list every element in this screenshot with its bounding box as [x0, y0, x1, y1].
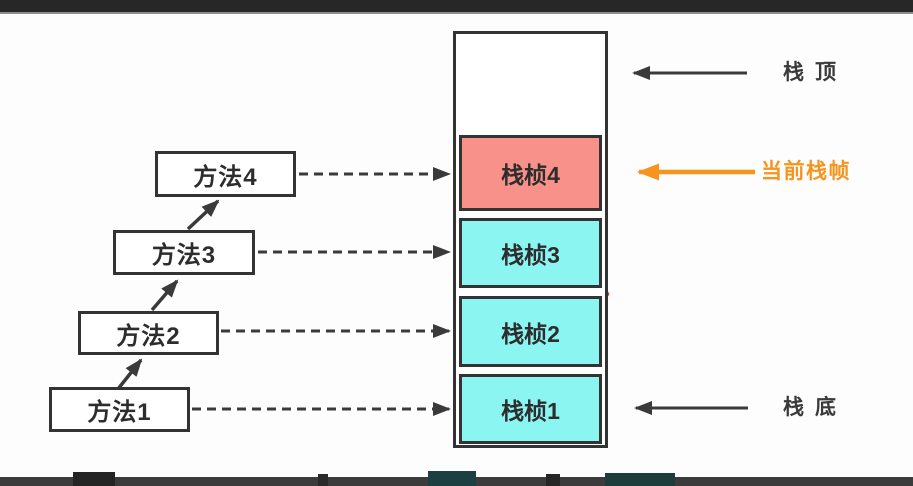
- call-arrow-method3-to-method4: [186, 199, 220, 231]
- method-box-label: 方法2: [116, 322, 181, 350]
- stack-frame-label: 栈桢1: [501, 398, 560, 424]
- stack-frame-label: 栈桢3: [501, 242, 560, 268]
- stack-frame-2: 栈桢2: [459, 296, 602, 367]
- clipped-text-artifact: [73, 472, 115, 486]
- method-box-label: 方法4: [193, 163, 258, 191]
- clipped-text-artifact: [546, 474, 560, 486]
- method-box-1: 方法1: [49, 387, 190, 432]
- method-box-4: 方法4: [155, 151, 296, 197]
- video-top-bar: [0, 0, 913, 14]
- call-arrow-method2-to-method3: [150, 279, 179, 312]
- stack-frame-label: 栈桢2: [501, 320, 560, 347]
- clipped-text-artifact: [318, 474, 328, 486]
- stack-frame-label: 栈桢4: [501, 162, 560, 188]
- call-arrow-method1-to-method2: [116, 358, 143, 391]
- stack-bottom-label: 栈底: [783, 396, 847, 419]
- current-frame-label: 当前栈帧: [761, 160, 851, 183]
- method-box-3: 方法3: [113, 230, 255, 275]
- clipped-text-artifact: [605, 473, 675, 486]
- clipped-text-artifact: [428, 471, 476, 486]
- method-box-2: 方法2: [78, 311, 219, 355]
- stack-top-label: 栈顶: [783, 61, 847, 84]
- stack-frame-1: 栈桢1: [459, 374, 602, 444]
- video-bottom-bar: [0, 471, 913, 486]
- method-box-label: 方法3: [151, 242, 217, 269]
- stack-frame-3: 栈桢3: [459, 218, 602, 288]
- stack-frame-4: 栈桢4: [459, 135, 602, 211]
- method-box-label: 方法1: [87, 399, 152, 426]
